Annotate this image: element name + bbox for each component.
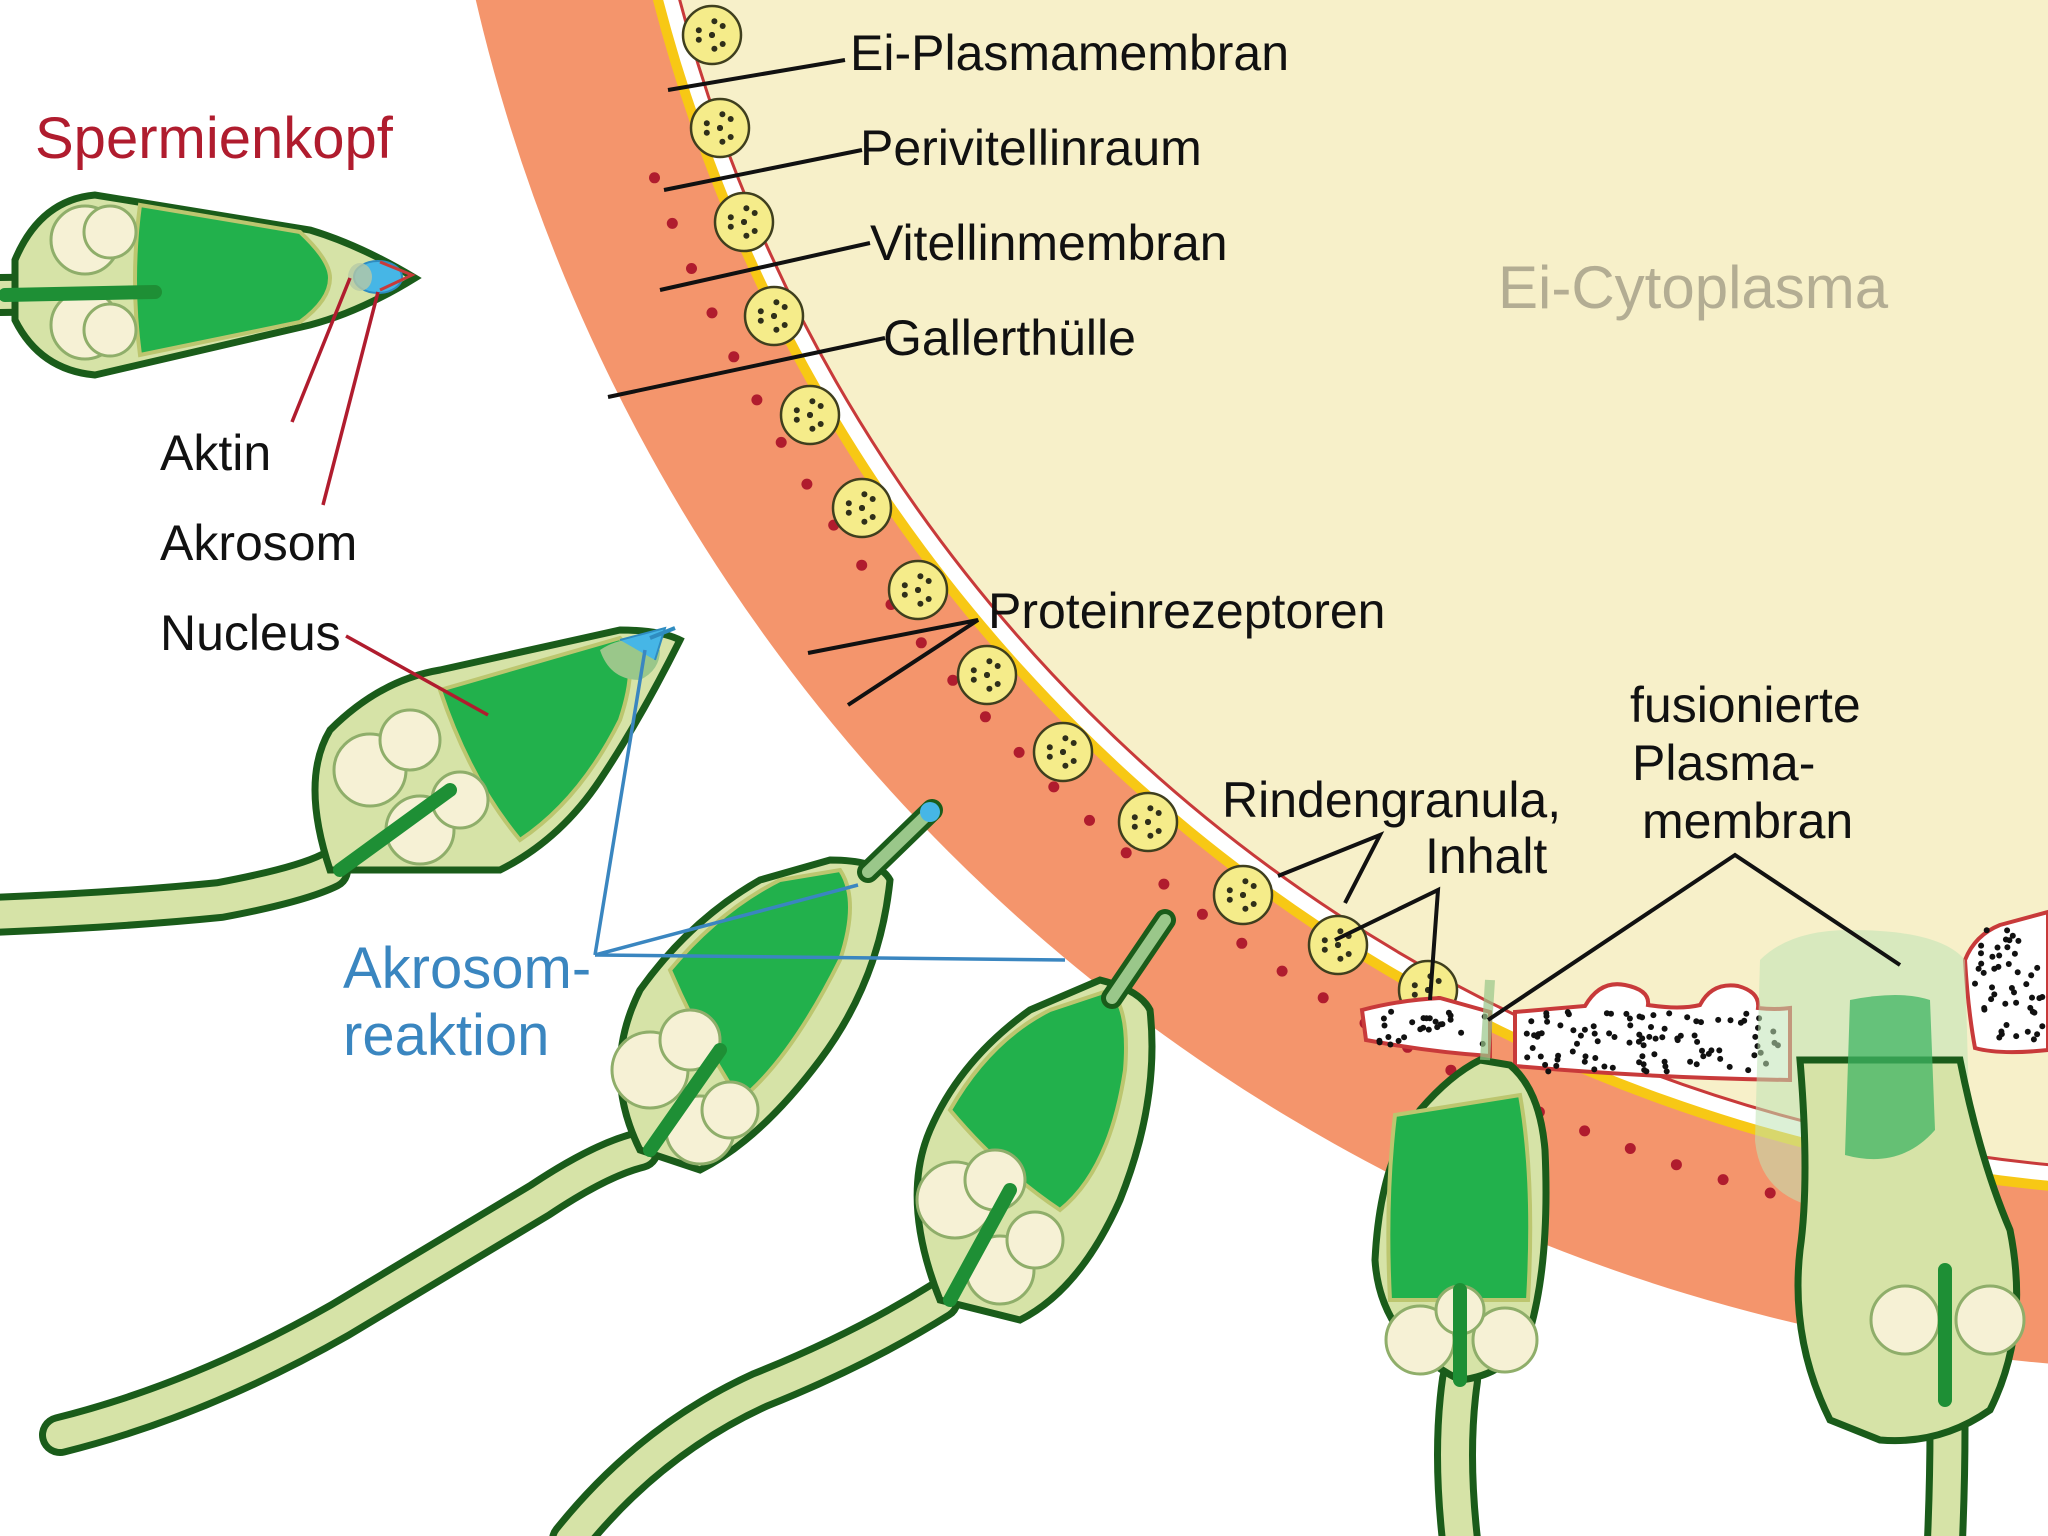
receptor-dot	[1276, 965, 1288, 977]
receptor-dot	[1717, 1174, 1729, 1186]
label-cortical-granules-2: Inhalt	[1425, 828, 1547, 884]
receptor-dot	[947, 674, 959, 686]
sperm-head-reference	[0, 191, 422, 379]
label-sperm-head-title: Spermienkopf	[35, 106, 394, 171]
receptor-dot	[1236, 937, 1248, 949]
label-fused-membrane-3: membran	[1642, 793, 1853, 849]
actin	[348, 263, 372, 291]
receptor-dot	[1579, 1125, 1591, 1137]
label-acrosome-reaction-1: Akrosom-	[343, 936, 591, 1001]
receptor-dot	[1013, 746, 1025, 758]
receptor-dot	[1670, 1159, 1682, 1171]
receptor-dot	[649, 172, 660, 184]
pointer-lines	[290, 58, 1902, 1022]
label-fused-membrane-2: Plasma-	[1632, 735, 1815, 791]
sperm-6	[1794, 995, 2026, 1536]
receptor-dot	[1158, 878, 1170, 890]
cortical-granule	[1307, 914, 1369, 976]
label-egg-cytoplasm: Ei-Cytoplasma	[1498, 254, 1889, 321]
sperm-4	[549, 909, 1176, 1536]
label-nucleus: Nucleus	[160, 605, 341, 661]
label-jelly-coat: Gallerthülle	[883, 310, 1136, 366]
label-egg-plasma-membrane: Ei-Plasmamembran	[850, 25, 1289, 81]
cortical-granule	[1212, 864, 1274, 926]
cortical-granule	[1117, 791, 1179, 853]
receptor-dot	[1048, 781, 1060, 793]
receptor-dot	[1317, 992, 1329, 1004]
receptor-dot	[915, 637, 927, 649]
labels: Ei-Plasmamembran Perivitellinraum Vitell…	[35, 25, 1889, 1068]
cortical-granule	[713, 191, 775, 253]
sperm-5	[1371, 979, 1550, 1536]
label-actin: Aktin	[160, 425, 271, 481]
cortical-granules	[681, 4, 1459, 1021]
cortical-granule	[956, 644, 1018, 706]
sperm-3	[39, 799, 943, 1456]
receptor-dot	[1624, 1143, 1636, 1154]
cortical-granule	[887, 559, 949, 621]
receptor-dot	[1764, 1187, 1776, 1199]
receptor-dot	[1084, 814, 1095, 826]
receptor-dot	[728, 351, 740, 363]
receptor-dot	[1196, 908, 1208, 920]
receptor-dot	[686, 263, 697, 274]
sperm-centriole-cluster	[49, 204, 138, 361]
label-fused-membrane-1: fusionierte	[1630, 677, 1861, 733]
receptor-dot	[856, 559, 868, 571]
cortical-granule	[681, 4, 743, 66]
cortical-granule	[1032, 721, 1094, 783]
cortical-reaction-zone	[1359, 909, 2048, 1083]
cortical-granule	[779, 384, 841, 446]
receptor-dot	[1120, 847, 1132, 859]
label-acrosome-reaction-2: reaktion	[343, 1003, 549, 1068]
label-cortical-granules-1: Rindengranula,	[1222, 772, 1561, 828]
receptor-dot	[979, 711, 991, 723]
label-perivitelline-space: Perivitellinraum	[860, 120, 1202, 176]
label-vitelline-membrane: Vitellinmembran	[870, 215, 1228, 271]
cortical-granule	[831, 477, 893, 539]
sperm-nucleus	[133, 202, 333, 358]
receptor-dot	[751, 394, 763, 406]
label-acrosome: Akrosom	[160, 515, 357, 571]
sperm-2	[0, 626, 685, 936]
receptor-dot	[666, 217, 678, 229]
receptor-dot	[706, 307, 718, 319]
label-protein-receptors: Proteinrezeptoren	[988, 583, 1385, 639]
cortical-granule	[689, 97, 751, 159]
receptor-dot	[801, 478, 813, 490]
cortical-granule	[743, 285, 805, 347]
receptor-dot	[775, 436, 787, 448]
